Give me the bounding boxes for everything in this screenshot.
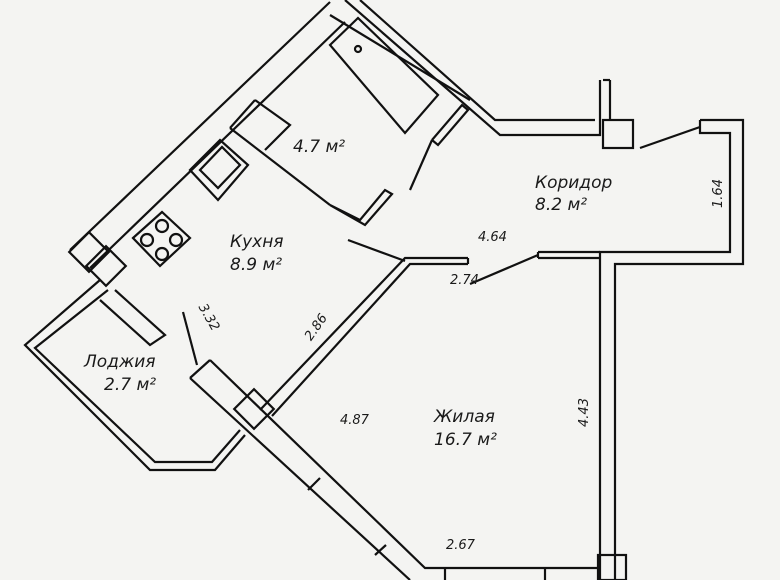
room-area-corridor: 8.2 м² bbox=[535, 195, 588, 215]
room-area-loggia: 2.7 м² bbox=[104, 375, 157, 395]
room-area-kitchen: 8.9 м² bbox=[230, 255, 283, 275]
wall-loggia bbox=[23, 279, 246, 472]
room-name-corridor: Коридор bbox=[535, 173, 613, 193]
wall-living-diagonal bbox=[189, 377, 411, 580]
wall-kitchen-living bbox=[259, 256, 468, 411]
bathtub bbox=[328, 16, 440, 135]
column-corridor-top bbox=[601, 118, 635, 150]
dimension-living-right: 4.43 bbox=[576, 398, 592, 427]
dimension-corridor-length: 4.64 bbox=[478, 230, 507, 245]
room-area-bathroom: 4.7 м² bbox=[293, 137, 346, 157]
stove bbox=[131, 210, 192, 268]
room-name-loggia: Лоджия bbox=[84, 352, 156, 372]
wall-bath-right bbox=[344, 0, 602, 137]
dimension-door-span: 2.74 bbox=[450, 273, 479, 288]
wall-corridor-right bbox=[613, 118, 745, 580]
room-area-living: 16.7 м² bbox=[434, 430, 497, 450]
wall-exterior-top bbox=[69, 1, 331, 251]
dimension-corridor-width: 1.64 bbox=[710, 179, 726, 208]
room-name-living: Жилая bbox=[434, 407, 495, 427]
kitchen-sink bbox=[188, 138, 250, 202]
column-left bbox=[67, 230, 111, 274]
dimension-living-length: 4.87 bbox=[340, 413, 369, 428]
dimension-living-bottom: 2.67 bbox=[446, 538, 475, 553]
room-name-kitchen: Кухня bbox=[230, 232, 284, 252]
